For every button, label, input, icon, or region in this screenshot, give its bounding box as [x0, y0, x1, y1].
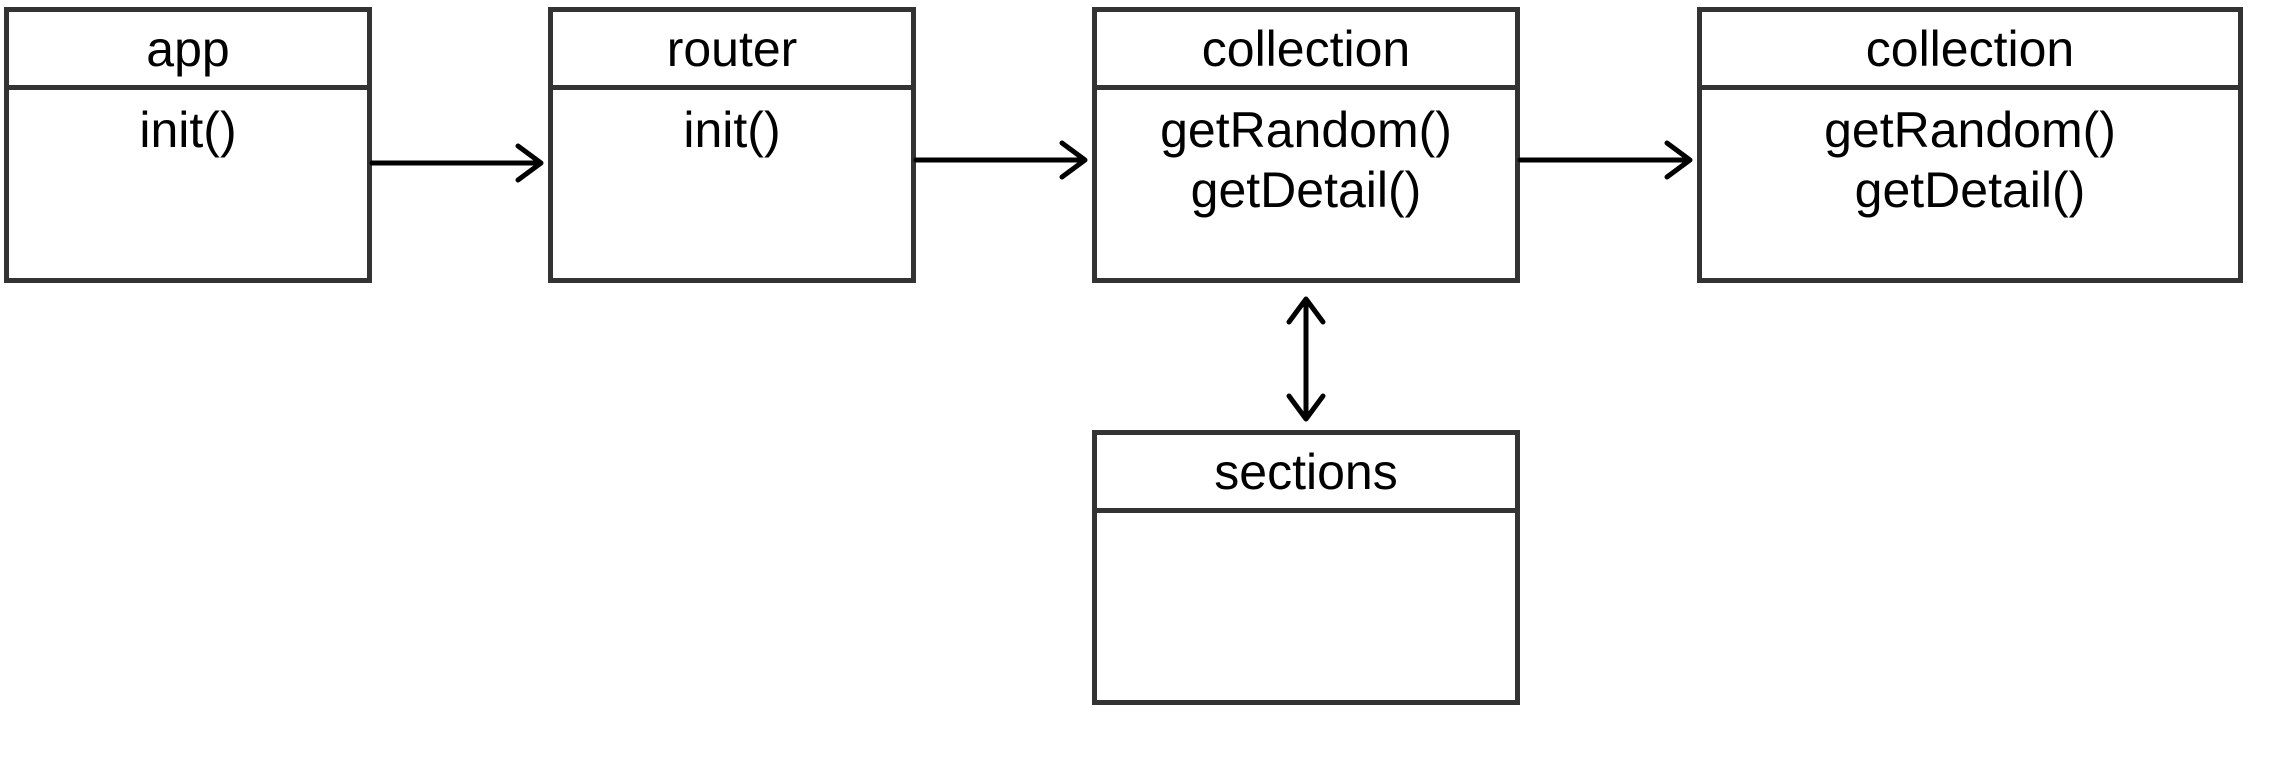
arrow-collection-to-collection [1517, 140, 1693, 180]
class-title: router [553, 12, 911, 90]
class-methods: init() [9, 90, 367, 160]
class-title: sections [1097, 435, 1515, 513]
class-title: collection [1097, 12, 1515, 90]
class-box-collection: collection getRandom() getDetail() [1092, 7, 1520, 283]
method-label: getRandom() [1160, 102, 1452, 158]
class-methods: getRandom() getDetail() [1702, 90, 2238, 220]
arrow-collection-sections-bidirectional [1286, 296, 1326, 422]
class-box-router: router init() [548, 7, 916, 283]
method-label: init() [683, 102, 781, 158]
method-label: getDetail() [1190, 162, 1422, 218]
class-methods: getRandom() getDetail() [1097, 90, 1515, 220]
method-label: getDetail() [1854, 162, 2086, 218]
method-label: init() [139, 102, 237, 158]
class-box-collection-secondary: collection getRandom() getDetail() [1697, 7, 2243, 283]
class-methods: init() [553, 90, 911, 160]
class-box-sections: sections [1092, 430, 1520, 705]
arrow-router-to-collection [913, 140, 1088, 180]
class-title: collection [1702, 12, 2238, 90]
arrow-app-to-router [369, 143, 544, 183]
class-title: app [9, 12, 367, 90]
class-box-app: app init() [4, 7, 372, 283]
method-label: getRandom() [1824, 102, 2116, 158]
